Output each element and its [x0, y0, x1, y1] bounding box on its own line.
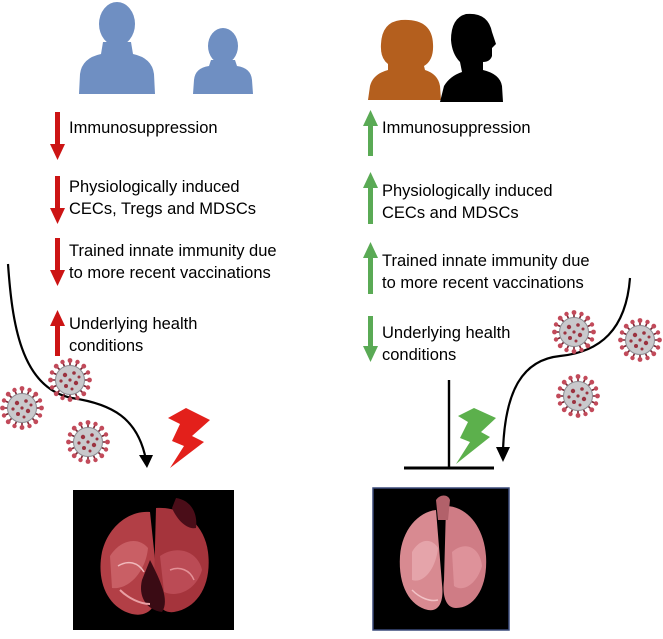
- left-item-2-text: Physiologically induced CECs, Tregs and …: [69, 176, 256, 220]
- right-item-4-text: Underlying health conditions: [382, 322, 510, 366]
- damaged-lung-photo: [73, 490, 234, 630]
- adult-silhouette-blue-icon: [79, 2, 155, 94]
- right-item-1-text: Immunosuppression: [382, 117, 531, 139]
- left-item-1-text: Immunosuppression: [69, 117, 218, 139]
- right-arrow-up-2: [363, 172, 378, 224]
- right-arrow-up-3: [363, 242, 378, 294]
- left-item-4-line-2: conditions: [69, 337, 144, 355]
- coronavirus-icon: [551, 309, 597, 355]
- right-item-4-line-1: Underlying health: [382, 324, 511, 342]
- left-arrow-up-4: [50, 310, 65, 356]
- right-item-3-line-2: to more recent vaccinations: [382, 274, 584, 292]
- right-arrow-down-4: [363, 316, 378, 362]
- left-arrow-down-2: [50, 176, 65, 224]
- adult-silhouette-black-icon: [440, 13, 503, 102]
- right-item-1-line-1: Immunosuppression: [382, 119, 531, 137]
- left-arrow-down-3: [50, 238, 65, 286]
- left-item-3-text: Trained innate immunity due to more rece…: [69, 240, 277, 284]
- child-silhouette-brown-icon: [368, 19, 441, 100]
- left-item-2-line-2: CECs, Tregs and MDSCs: [69, 200, 257, 218]
- coronavirus-icon: [0, 385, 45, 431]
- right-item-3-line-1: Trained innate immunity due: [382, 252, 590, 270]
- coronavirus-icon: [65, 419, 111, 465]
- left-item-4-line-1: Underlying health: [69, 315, 198, 333]
- healthy-lung-photo: [372, 487, 510, 631]
- left-item-1-line-1: Immunosuppression: [69, 119, 218, 137]
- right-curved-arrow: [501, 277, 632, 451]
- coronavirus-icon: [47, 357, 93, 403]
- left-item-4-text: Underlying health conditions: [69, 313, 197, 357]
- left-item-3-line-2: to more recent vaccinations: [69, 264, 271, 282]
- left-curved-arrow: [6, 263, 148, 461]
- right-curved-arrowhead: [496, 447, 510, 462]
- left-arrow-down-1: [50, 112, 65, 160]
- right-item-4-line-2: conditions: [382, 346, 457, 364]
- blocked-lightning-bolt-icon: [456, 408, 496, 464]
- right-item-2-line-2: CECs and MDSCs: [382, 204, 519, 222]
- right-item-3-text: Trained innate immunity due to more rece…: [382, 250, 590, 294]
- left-item-3-line-1: Trained innate immunity due: [69, 242, 277, 260]
- right-arrow-up-1: [363, 110, 378, 156]
- right-item-2-text: Physiologically induced CECs and MDSCs: [382, 180, 553, 224]
- child-silhouette-blue-icon: [193, 28, 253, 94]
- coronavirus-icon: [617, 317, 663, 363]
- lightning-bolt-icon: [168, 408, 210, 468]
- right-item-2-line-1: Physiologically induced: [382, 182, 553, 200]
- left-item-2-line-1: Physiologically induced: [69, 178, 240, 196]
- coronavirus-icon: [555, 373, 601, 419]
- left-curved-arrowhead: [139, 455, 153, 468]
